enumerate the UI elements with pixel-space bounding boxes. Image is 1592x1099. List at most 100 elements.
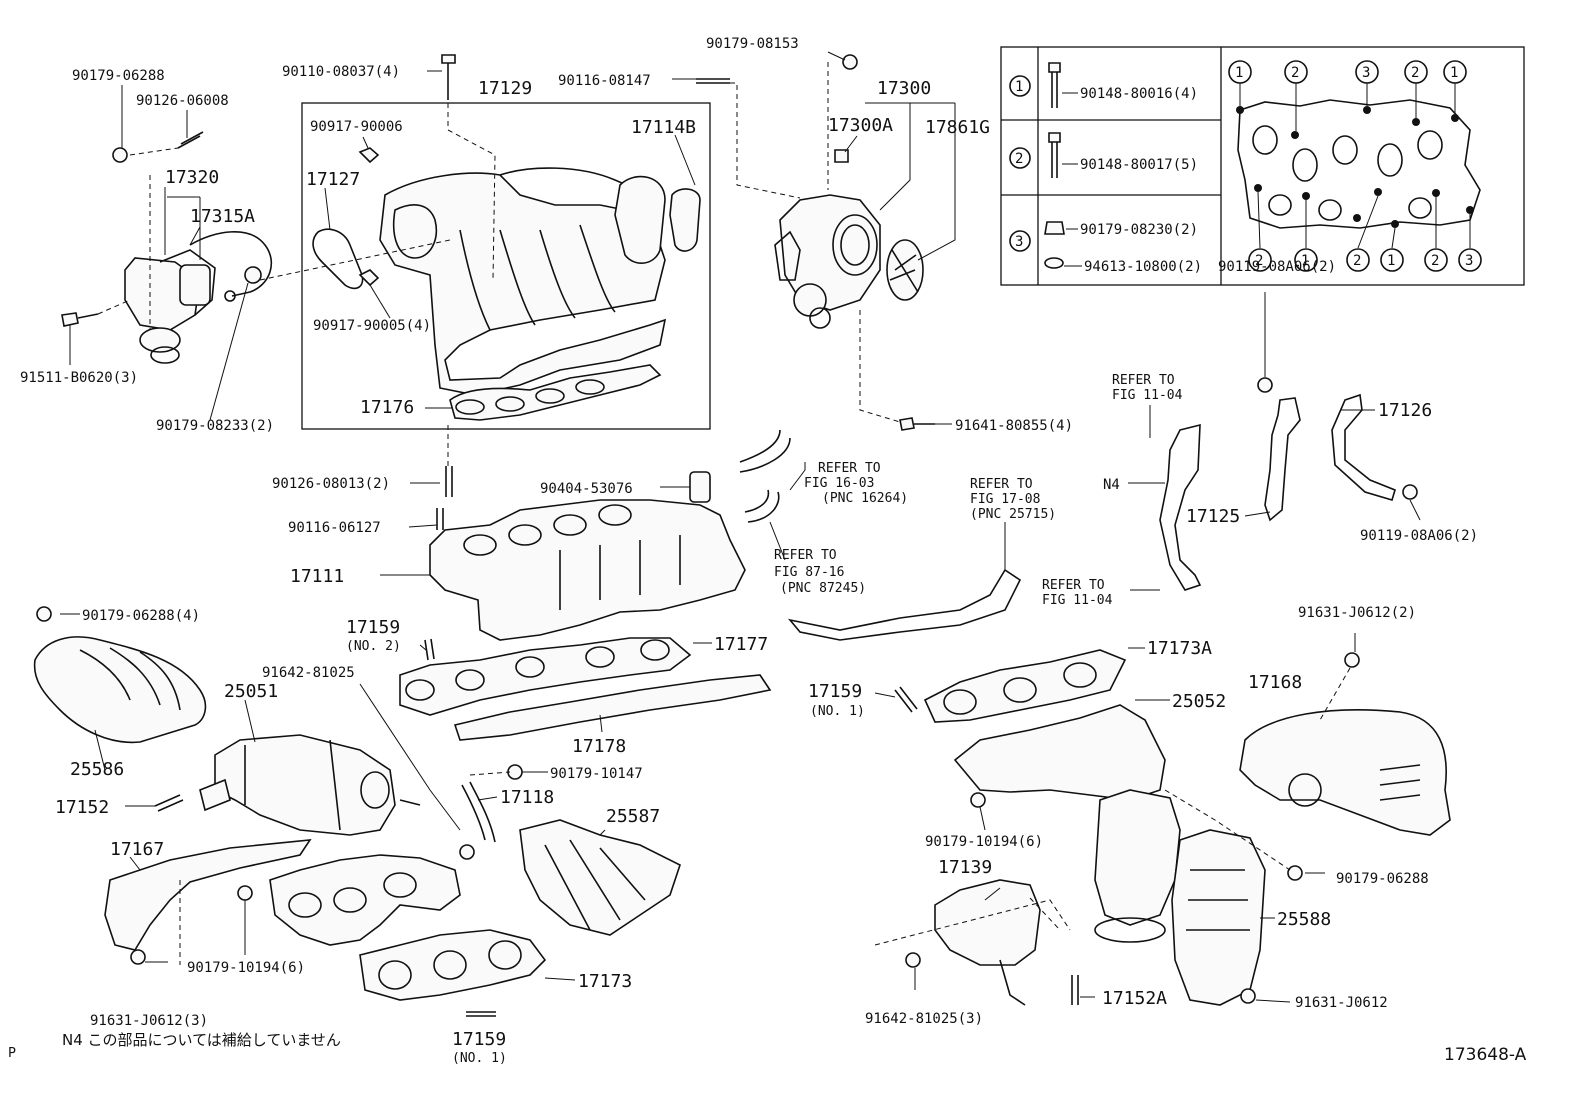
label-90179-08153: 90179-08153	[706, 36, 799, 52]
exhaust-manifold-25052	[953, 704, 1166, 801]
label-90179-06288-b: 90179-06288	[1336, 871, 1429, 887]
label-17159-no1-sub: (NO. 1)	[810, 704, 865, 719]
footnote-n4: N4 この部品については補給していません	[62, 1031, 341, 1049]
inset-top-markers: 1 2 3 2 1	[1228, 60, 1467, 84]
label-17159-no1b-sub: (NO. 1)	[452, 1051, 507, 1066]
label-17125: 17125	[1186, 506, 1240, 527]
ref-11-04-a-line2: FIG 11-04	[1112, 388, 1183, 403]
stay-17126	[1331, 393, 1396, 501]
stud-90116-06127	[436, 508, 444, 530]
union-90404-53076	[689, 471, 711, 503]
stud-17152	[154, 794, 184, 812]
inset-top-marker-4: 2	[1411, 65, 1419, 81]
label-90126-08013: 90126-08013(2)	[272, 476, 390, 492]
label-90110-08037: 90110-08037(4)	[282, 64, 400, 80]
nut-90179-10194-a	[237, 885, 253, 901]
stud-90126-08013	[445, 466, 453, 497]
inset-box	[1000, 46, 1525, 286]
label-17300A: 17300A	[828, 115, 893, 136]
gasket-17173A	[923, 649, 1127, 723]
converter-right	[1094, 789, 1181, 943]
label-25051: 25051	[224, 681, 278, 702]
gasket-17176	[449, 364, 662, 421]
label-91631-J0612-3: 91631-J0612(3)	[90, 1013, 208, 1029]
washer-90917-90005	[358, 269, 380, 287]
converter-25051	[199, 734, 421, 836]
label-17139: 17139	[938, 857, 992, 878]
inset-bolt-holes	[1236, 106, 1474, 228]
bolt-91631-J0612-2	[1344, 652, 1360, 668]
ref-87-16-line1: REFER TO	[774, 548, 837, 563]
label-90917-90005: 90917-90005(4)	[313, 318, 431, 334]
label-17129: 17129	[478, 78, 532, 99]
ref-16-03-line1: REFER TO	[818, 461, 881, 476]
stud-17159-no1-lower	[466, 1011, 496, 1017]
bracket-n4	[1159, 423, 1202, 591]
pipe-17118	[459, 781, 496, 860]
intake-lower-17111	[429, 499, 746, 641]
label-17152A: 17152A	[1102, 988, 1167, 1009]
ref-11-04-a-line1: REFER TO	[1112, 373, 1175, 388]
illustration-number: 173648-A	[1444, 1045, 1527, 1065]
ref-87-16-line3: (PNC 87245)	[780, 581, 866, 596]
inset-top-marker-3: 3	[1362, 65, 1370, 81]
inset-row-1-part: 90148-80016(4)	[1080, 86, 1198, 102]
label-91642-81025-3: 91642-81025(3)	[865, 1011, 983, 1027]
label-90119-08A06-b: 90119-08A06(2)	[1360, 528, 1478, 544]
inset-top-marker-1: 1	[1235, 65, 1243, 81]
inset-row-3-part-a: 90179-08230(2)	[1080, 222, 1198, 238]
label-90179-10147: 90179-10147	[550, 766, 643, 782]
label-17173: 17173	[578, 971, 632, 992]
inset-row-3-marker: 3	[1015, 234, 1023, 250]
bolt-91511-B0620	[61, 312, 99, 327]
label-25588: 25588	[1277, 909, 1331, 930]
inset-bottom-marker-5: 2	[1431, 253, 1439, 269]
leader-lines	[60, 51, 1421, 1003]
label-17168: 17168	[1248, 672, 1302, 693]
ref-16-03-line3: (PNC 16264)	[822, 491, 908, 506]
stud-17159-no2	[424, 638, 435, 661]
gasket-17114B	[614, 175, 701, 264]
bolt-pattern-inset: 1 2 3 90148-80016(4) 90148-80017(5) 9017…	[1000, 46, 1525, 286]
label-17159-no2: 17159	[346, 617, 400, 638]
ref-11-04-b-line2: FIG 11-04	[1042, 593, 1113, 608]
heat-insulator-25587	[519, 819, 681, 936]
label-17111: 17111	[290, 566, 344, 587]
ref-17-08-line1: REFER TO	[970, 477, 1033, 492]
screen-17861G	[886, 239, 924, 301]
inset-row-2-marker: 2	[1015, 151, 1023, 167]
nut-90179-06288-b	[1287, 865, 1303, 881]
label-17173A: 17173A	[1147, 638, 1212, 659]
label-17315A: 17315A	[190, 206, 255, 227]
inset-row-3-marker-circle	[1009, 230, 1031, 252]
ref-16-03-line2: FIG 16-03	[804, 476, 874, 491]
inset-bottom-marker-2: 1	[1301, 253, 1309, 269]
bolt-91641-80855	[899, 417, 935, 431]
heat-insulator-25586	[33, 636, 207, 744]
bolt-90119-08A06-a	[1257, 377, 1273, 393]
label-17159-no1: 17159	[808, 681, 862, 702]
nut-90179-06288	[112, 147, 128, 163]
label-90179-06288-a: 90179-06288	[72, 68, 165, 84]
inset-bottom-marker-6: 3	[1465, 253, 1473, 269]
label-91631-J0612: 91631-J0612	[1295, 995, 1388, 1011]
gasket-17127	[312, 228, 364, 290]
throttle-body-17300	[774, 194, 881, 329]
label-17152: 17152	[55, 797, 109, 818]
ref-11-04-b-line1: REFER TO	[1042, 578, 1105, 593]
bolt-91642-81025-3	[905, 952, 921, 968]
ref-17-08-line2: FIG 17-08	[970, 492, 1040, 507]
inset-top-marker-2: 2	[1291, 65, 1299, 81]
label-91631-J0612-2: 91631-J0612(2)	[1298, 605, 1416, 621]
nut-90179-08233	[244, 266, 262, 284]
label-17126: 17126	[1378, 400, 1432, 421]
gasket-17178	[453, 674, 772, 741]
inset-row-1-marker: 1	[1015, 79, 1023, 95]
gasket-17177	[399, 637, 692, 716]
inset-top-marker-5: 1	[1450, 65, 1458, 81]
vsv-assembly-17320	[124, 231, 273, 364]
label-17177: 17177	[714, 634, 768, 655]
label-17320: 17320	[165, 167, 219, 188]
label-25052: 25052	[1172, 691, 1226, 712]
